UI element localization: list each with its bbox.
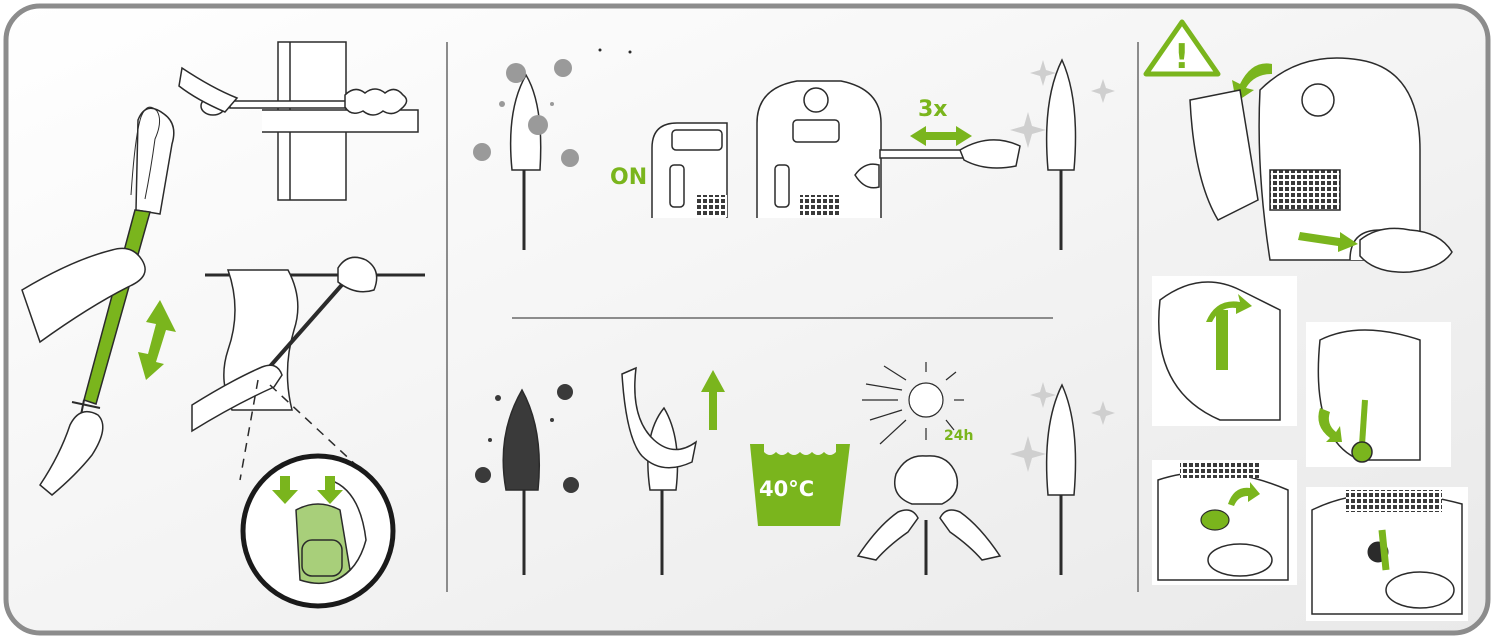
down-arrow-icon	[317, 476, 343, 504]
sparkle-icon	[1091, 79, 1115, 103]
zoom-line-left	[239, 379, 259, 481]
zoom-detail-circle	[240, 453, 396, 609]
vacuum-unit-left	[651, 122, 728, 218]
warning-triangle-icon: !	[1143, 19, 1221, 77]
right-arrow-icon	[1298, 232, 1358, 252]
double-arrow-icon	[138, 300, 176, 380]
stored-duster	[1359, 227, 1453, 273]
wash-tub-icon	[750, 444, 850, 526]
sparkle-icon	[1030, 60, 1056, 86]
label-on: ON	[610, 165, 647, 190]
warning-mark: !	[1174, 37, 1190, 77]
up-arrow-icon	[701, 370, 725, 430]
dirty-duster	[475, 384, 579, 575]
storage-step-3	[1152, 460, 1297, 585]
panel-wash: 40°C 24h	[475, 362, 1115, 575]
sparkle-icon	[1010, 112, 1046, 148]
sparkle-icon	[1030, 382, 1056, 408]
label-temperature: 40°C	[759, 477, 814, 501]
storage-step-2	[1306, 322, 1451, 467]
storage-step-4	[1306, 487, 1468, 621]
hand-lower	[39, 410, 104, 496]
remove-cover-illustration	[621, 366, 725, 575]
dry-cover-illustration	[856, 455, 1002, 575]
sparkle-icon	[1010, 436, 1046, 472]
duster-horizontal	[178, 66, 408, 116]
dusty-duster	[473, 48, 632, 250]
vacuum-open-illustration	[1189, 57, 1421, 261]
storage-step-1	[1152, 276, 1297, 426]
label-dry-time: 24h	[944, 428, 973, 444]
label-repeat-count: 3x	[918, 97, 948, 122]
panel-storage: !	[1143, 19, 1468, 621]
panel-extend-duster	[21, 41, 425, 609]
curtain-illustration	[191, 256, 425, 433]
down-arrow-icon	[272, 476, 298, 504]
panel-vacuum-clean: ON 3x	[473, 48, 1115, 250]
sun-icon	[862, 362, 964, 445]
outer-frame	[3, 3, 1491, 636]
door-frame-illustration	[262, 41, 419, 201]
curved-arrow-icon	[1232, 63, 1272, 102]
hand-upper	[21, 247, 146, 344]
clean-duster-bottom	[1010, 382, 1115, 575]
double-arrow-icon	[910, 126, 972, 146]
sparkle-icon	[1091, 401, 1115, 425]
vacuum-unit-right	[756, 80, 1021, 218]
clean-duster-top	[1010, 58, 1115, 250]
